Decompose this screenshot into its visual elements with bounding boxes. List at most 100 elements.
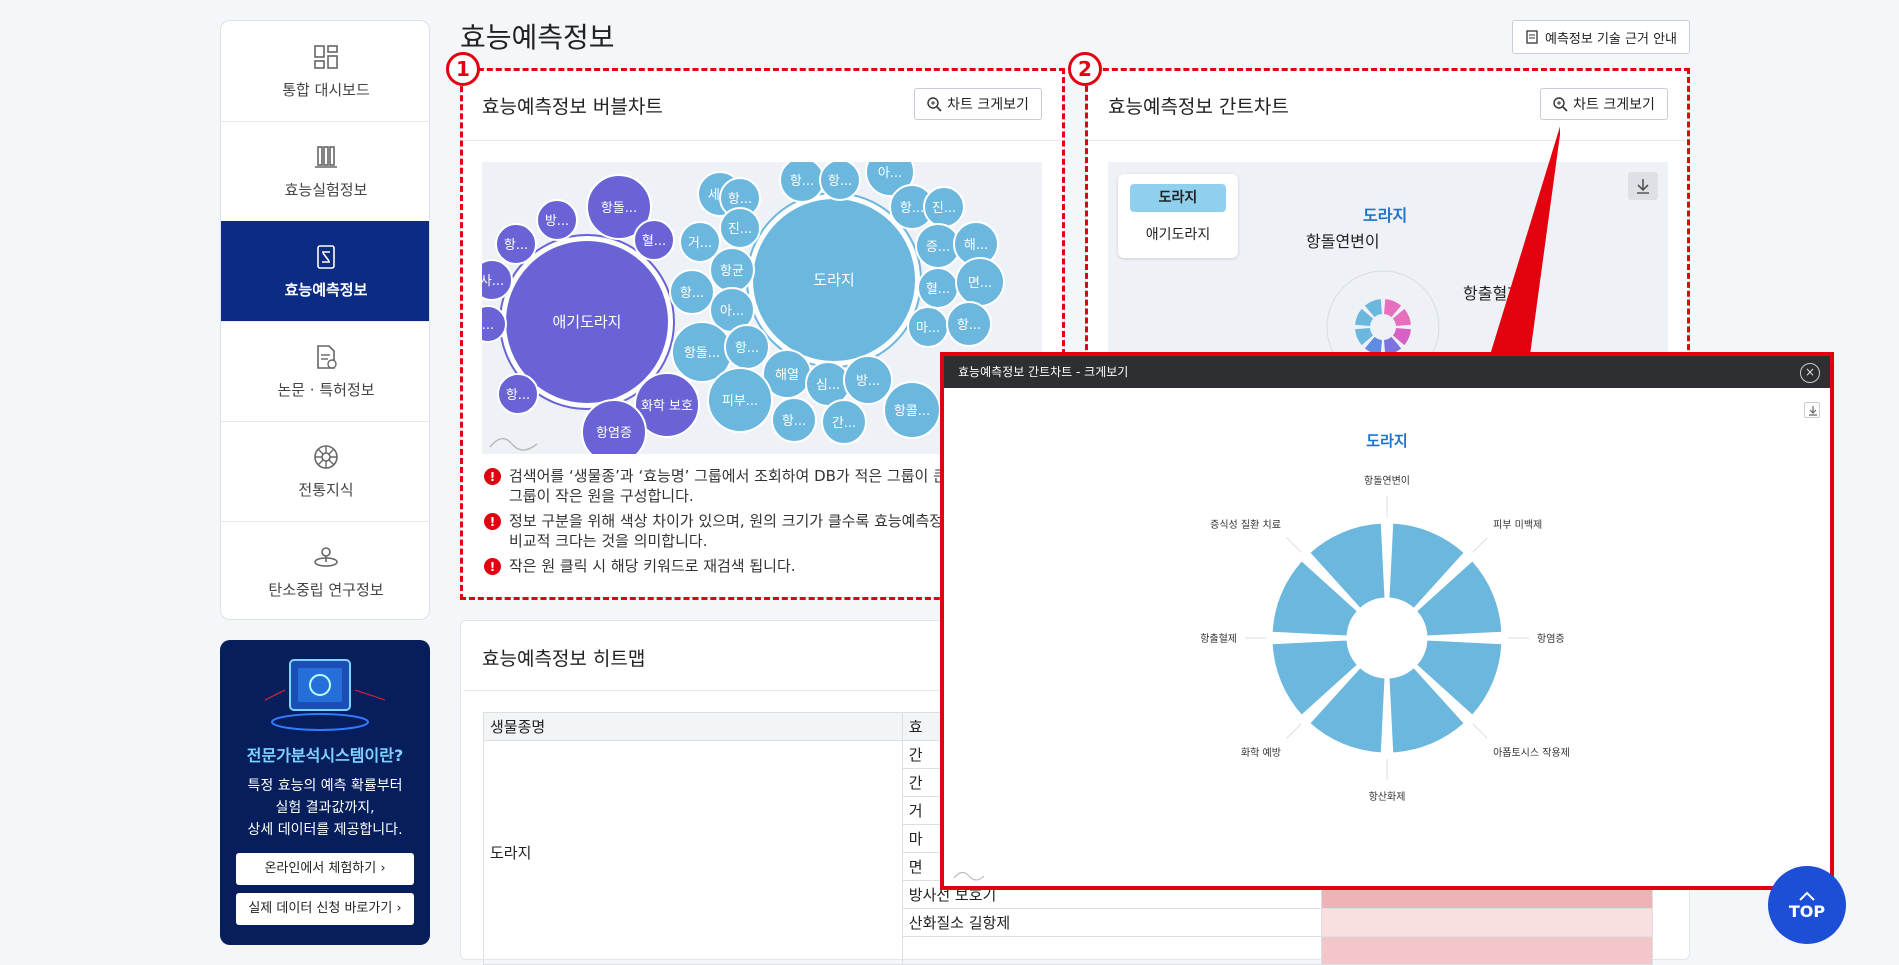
polar-category-label: 증식성 질환 치료 [1210,519,1281,531]
blue-bubble[interactable] [679,221,721,263]
bubble-notes: !검색어를 ‘생물종’과 ‘효능명’ 그룹에서 조회하여 DB가 적은 그룹이 … [484,466,1044,576]
download-button[interactable] [1804,402,1820,418]
blue-bubble-label: 항... [900,201,924,216]
sidebar-item-label: 효능예측정보 [284,280,368,299]
blue-bubble[interactable] [771,397,817,443]
mini-polar-bar [1364,299,1382,318]
legend-title[interactable]: 도라지 [1130,184,1226,212]
polar-bar[interactable] [1271,560,1358,637]
purple-bubble[interactable] [482,259,513,301]
purple-bubble-label: 항... [506,388,530,403]
purple-bubble[interactable] [497,373,539,415]
purple-bubble[interactable] [495,223,537,265]
hologram-illustration [264,659,386,731]
blue-bubble-label: 해... [964,238,988,253]
document-icon [1526,30,1538,44]
note-text: 검색어를 ‘생물종’과 ‘효능명’ 그룹에서 조회하여 DB가 적은 그룹이 큰… [509,467,971,485]
carbon-icon [314,546,338,567]
request-data-button[interactable]: 실제 데이터 신청 바로가기 › [236,893,414,925]
purple-bubble-label: 애기도라지 [552,313,621,331]
blue-bubble-label: 항돌... [684,346,720,361]
blue-bubble-label: 거... [688,236,712,251]
polar-bar[interactable] [1309,667,1386,754]
sidebar-item-label: 탄소중립 연구정보 [268,580,384,599]
page-title: 효능예측정보 [460,21,615,54]
sidebar-item-label: 전통지식 [298,480,354,499]
blue-bubble-label: 간... [832,416,856,431]
blue-bubble[interactable] [946,301,992,347]
sidebar-item-experiment[interactable]: 효능실험정보 [221,121,429,222]
sidebar-item-papers[interactable]: 논문 · 특허정보 [221,321,429,422]
top-label: TOP [1788,901,1826,921]
modal-title: 효능예측정보 간트차트 - 크게보기 [958,365,1129,379]
blue-bubble-label: 면... [968,276,992,291]
bubble-zoom-button[interactable]: 차트 크게보기 [914,88,1042,120]
blue-bubble-label: 아... [878,166,902,181]
note-text: 정보 구분을 위해 색상 차이가 있으며, 원의 크기가 클수록 효능예측정보가 [509,512,971,530]
predict-icon [317,244,335,269]
step-number-2: 2 [1068,52,1102,86]
gantt-legend: 도라지 애기도라지 [1118,174,1238,258]
zoom-in-icon [1553,96,1568,112]
purple-bubble[interactable] [536,199,578,241]
polar-bar[interactable] [1388,522,1465,609]
chevron-up-icon [1799,891,1815,901]
blue-bubble[interactable] [843,355,893,405]
blue-bubble[interactable] [707,367,773,433]
note-item: !검색어를 ‘생물종’과 ‘효능명’ 그룹에서 조회하여 DB가 적은 그룹이 … [484,466,1044,506]
sidebar-item-carbon[interactable]: 탄소중립 연구정보 [221,521,429,619]
mini-polar-bar [1384,299,1402,318]
sidebar-item-label: 논문 · 특허정보 [277,380,375,399]
purple-bubble-label: 항염증 [596,426,632,441]
sidebar-item-traditional[interactable]: 전통지식 [221,421,429,522]
purple-bubble[interactable] [586,174,652,240]
polar-bar[interactable] [1416,560,1503,637]
tech-guide-button[interactable]: 예측정보 기술 근거 안내 [1512,20,1690,54]
polar-bar[interactable] [1416,639,1503,716]
purple-bubble[interactable] [482,305,507,343]
effect-cell [901,936,1322,965]
gantt-inner-title: 도라지 [1363,206,1408,225]
purple-bubble[interactable] [581,399,647,454]
try-online-button[interactable]: 온라인에서 체험하기 › [236,853,414,885]
purple-bubble[interactable] [633,219,675,261]
blue-bubble[interactable] [821,399,867,445]
note-text: 비교적 크다는 것을 의미합니다. [509,532,708,550]
blue-bubble[interactable] [719,207,761,249]
note-text: 그룹이 작은 원을 구성합니다. [509,487,694,505]
blue-bubble-label: 증... [926,240,950,255]
gantt-zoom-button[interactable]: 차트 크게보기 [1540,88,1668,120]
step-number-1: 1 [446,52,480,86]
blue-bubble-label: 피부... [722,394,758,409]
purple-bubble-label: 항돌... [601,201,637,216]
sidebar-item-label: 효능실험정보 [284,180,368,199]
gantt-chart-area: 도라지 애기도라지 도라지 항돌연변이 항출혈제 [1108,162,1668,362]
blue-bubble[interactable] [669,269,715,315]
zoom-in-icon [927,96,942,112]
download-button[interactable] [1628,172,1658,200]
promo-line: 특정 효능의 예측 확률부터 [247,778,403,794]
polar-bar[interactable] [1271,639,1358,716]
blue-bubble-label: 항콜... [894,404,930,419]
polar-bar[interactable] [1388,667,1465,754]
scroll-top-button[interactable]: TOP [1768,866,1846,944]
sidebar-item-prediction[interactable]: 효능예측정보 [221,221,429,322]
zoom-label: 차트 크게보기 [947,97,1029,113]
heat-cell [1320,908,1654,937]
legend-item[interactable]: 애기도라지 [1145,227,1211,243]
blue-bubble-label: 심... [816,378,840,393]
polar-category-label: 항산화제 [1369,791,1406,803]
close-icon[interactable]: × [1800,363,1820,383]
sidebar-item-dashboard[interactable]: 통합 대시보드 [221,21,429,122]
flask-icon [315,145,337,168]
blue-bubble-label: 항... [728,192,752,207]
blue-bubble[interactable] [819,162,861,201]
gantt-chart-title: 효능예측정보 간트차트 [1108,96,1289,118]
highlight-frame-1 [460,68,1065,600]
purple-bubble-label: ... [482,318,494,333]
polar-bar[interactable] [1309,522,1386,609]
mini-polar-chart [1326,270,1440,362]
purple-bubble[interactable] [634,372,700,438]
